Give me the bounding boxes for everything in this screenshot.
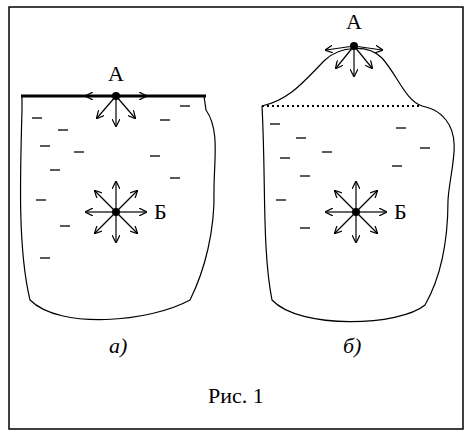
point-label: Б (394, 201, 407, 223)
point-label: А (108, 63, 124, 85)
panel-label: б) (343, 335, 361, 357)
point-label: Б (154, 201, 167, 223)
panel-label: а) (109, 335, 127, 357)
point-label: А (346, 11, 362, 33)
figure-caption: Рис. 1 (208, 385, 264, 407)
